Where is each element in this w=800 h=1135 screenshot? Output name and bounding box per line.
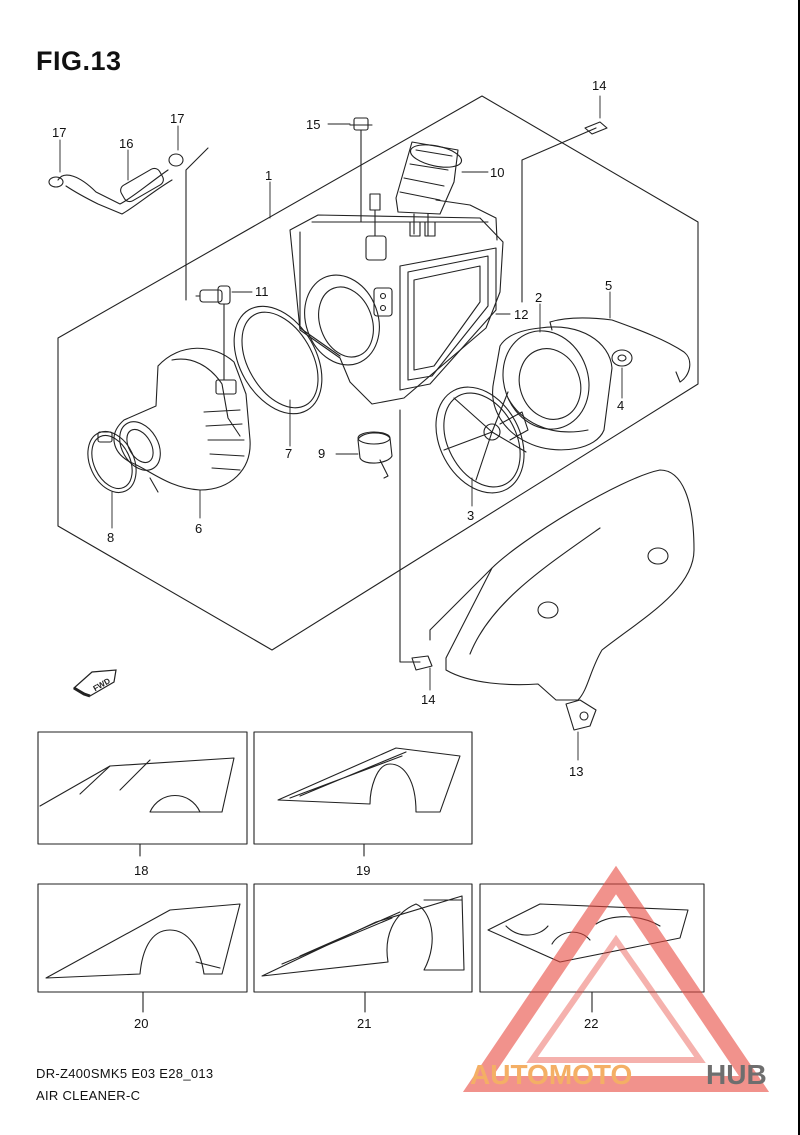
intake-boot [395, 141, 463, 237]
decal-panel-19 [253, 731, 473, 857]
part-label-14-upper: 14 [592, 78, 606, 93]
part-label-21: 21 [357, 1016, 371, 1031]
page-border [798, 0, 800, 1135]
part-label-15: 15 [306, 117, 320, 132]
bolt-14-lower [399, 409, 433, 671]
part-label-14-lower: 14 [421, 692, 435, 707]
part-label-2: 2 [535, 290, 542, 305]
part-label-10: 10 [490, 165, 504, 180]
part-label-17-left: 17 [52, 125, 66, 140]
watermark-logo: AUTOMOTO HUB [462, 865, 770, 1092]
part-label-8: 8 [107, 530, 114, 545]
part-label-13: 13 [569, 764, 583, 779]
side-cover [429, 469, 695, 731]
hose-clamp [87, 430, 137, 494]
diagram-caption: AIR CLEANER-C [36, 1088, 141, 1103]
wire-retainer [549, 317, 691, 383]
part-label-6: 6 [195, 521, 202, 536]
part-label-4: 4 [617, 398, 624, 413]
leader-lines [59, 95, 623, 761]
part-label-17-right: 17 [170, 111, 184, 126]
filter-washer [611, 349, 633, 367]
filter-element [492, 326, 613, 451]
part-label-3: 3 [467, 508, 474, 523]
breather-elbow [195, 285, 231, 381]
part-label-1: 1 [265, 168, 272, 183]
decal-panel-20 [37, 883, 248, 1013]
watermark-text-part2: HUB [706, 1059, 767, 1090]
decal-panel-18 [37, 731, 248, 857]
part-label-5: 5 [605, 278, 612, 293]
breather-hose [48, 147, 209, 301]
part-label-7: 7 [285, 446, 292, 461]
figure-title: FIG.13 [36, 46, 122, 76]
part-label-11: 11 [255, 284, 269, 299]
model-code: DR-Z400SMK5 E03 E28_013 [36, 1066, 214, 1081]
part-label-16: 16 [119, 136, 133, 151]
part-label-9: 9 [318, 446, 325, 461]
part-label-19: 19 [356, 863, 370, 878]
part-labels: 1 2 3 4 5 6 7 8 9 10 11 12 13 14 14 15 1… [52, 78, 624, 1031]
fwd-arrow-icon: FWD [72, 669, 117, 698]
filter-cage [435, 386, 529, 494]
part-label-18: 18 [134, 863, 148, 878]
seal-ring [233, 305, 323, 415]
part-label-22: 22 [584, 1016, 598, 1031]
part-label-12: 12 [514, 307, 528, 322]
part-label-20: 20 [134, 1016, 148, 1031]
airbox-housing [289, 199, 504, 405]
watermark-text-part1: AUTOMOTO [470, 1059, 632, 1090]
grommet [357, 431, 393, 479]
bolt-15 [349, 117, 381, 237]
decal-panel-21 [253, 883, 473, 1013]
intake-duct [113, 347, 251, 493]
assembly-outline [57, 95, 699, 651]
bolt-14-upper [521, 121, 608, 303]
